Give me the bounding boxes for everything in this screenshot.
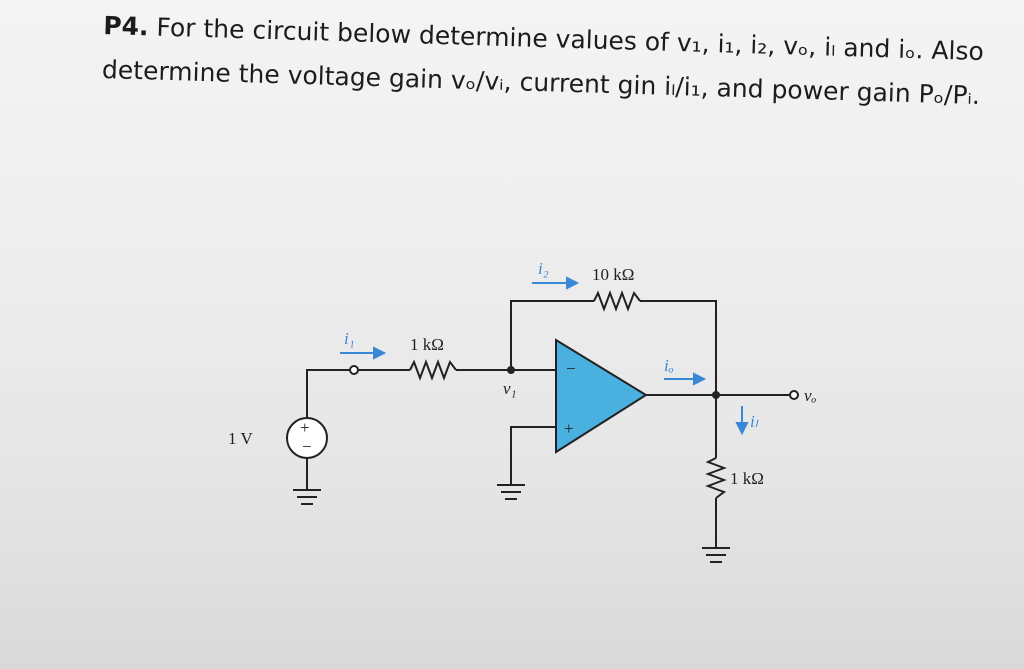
ground-load <box>702 547 730 563</box>
source-label: 1 V <box>228 429 253 448</box>
ground-source <box>293 489 321 505</box>
i1-label: i₁ <box>344 329 355 348</box>
vo-label: vₒ <box>804 386 817 405</box>
v1-label: v₁ <box>503 379 516 398</box>
i2-label: i₂ <box>538 259 549 278</box>
r-in-label: 1 kΩ <box>410 335 444 354</box>
il-label: iₗ <box>750 412 759 431</box>
source-top-wire <box>306 369 350 418</box>
opamp-plus-sign: + <box>564 419 574 438</box>
feedback-wire-right <box>640 300 717 395</box>
voltage-source <box>286 417 328 459</box>
opamp-minus-sign: − <box>566 359 576 378</box>
input-terminal <box>349 365 359 375</box>
node-output <box>712 391 720 399</box>
source-plus-sign: + <box>300 418 310 437</box>
node-v1 <box>507 366 515 374</box>
r-fb-label: 10 kΩ <box>592 265 634 284</box>
feedback-wire-left <box>510 300 594 370</box>
noninv-wire <box>510 426 556 485</box>
load-resistor <box>705 457 727 499</box>
feedback-resistor <box>593 290 641 312</box>
r-load-label: 1 kΩ <box>730 469 764 488</box>
output-terminal <box>789 390 799 400</box>
source-minus-sign: − <box>302 437 312 456</box>
ground-noninv <box>497 484 525 500</box>
io-label: iₒ <box>664 356 674 375</box>
opamp <box>555 338 648 454</box>
input-resistor <box>409 359 457 381</box>
